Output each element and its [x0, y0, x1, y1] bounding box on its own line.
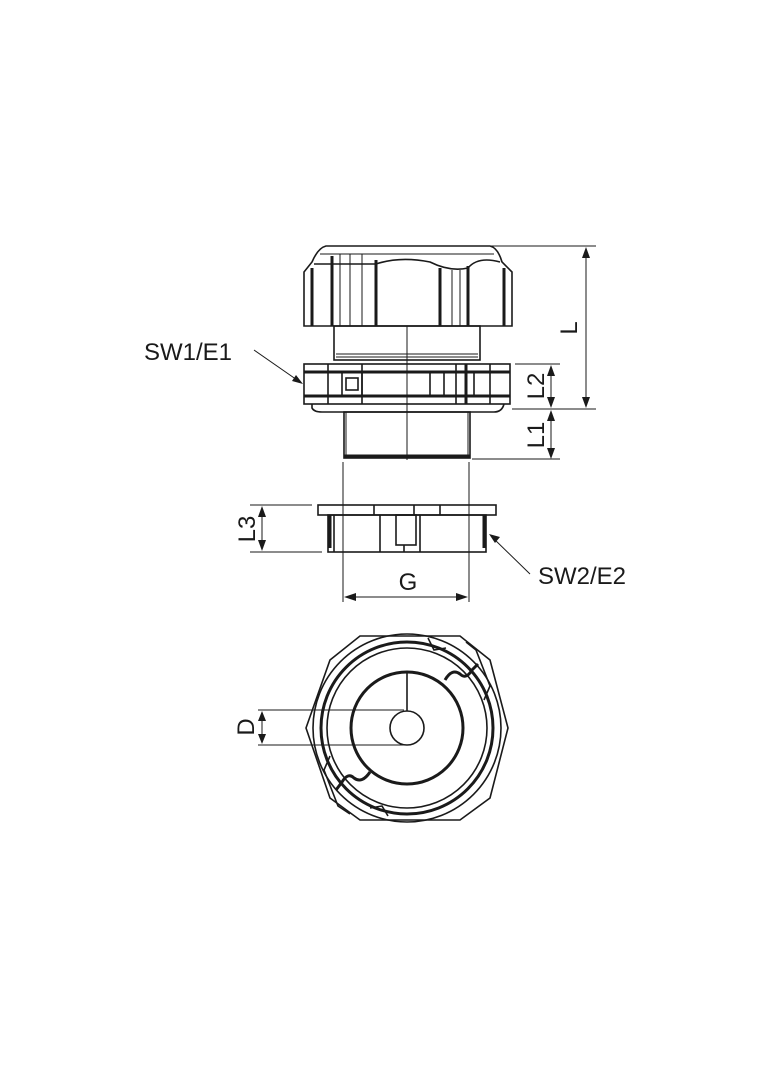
side-assembly-view: L L2 L1 SW1/E1: [144, 245, 596, 460]
dome-cap: [303, 245, 513, 327]
dimension-L: L: [490, 245, 596, 410]
label-L1: L1: [523, 422, 550, 449]
label-SW1-E1: SW1/E1: [144, 339, 232, 366]
neck: [333, 325, 481, 460]
label-L3: L3: [234, 516, 261, 543]
label-D: D: [233, 718, 260, 735]
label-L: L: [556, 321, 583, 334]
label-G: G: [399, 569, 418, 596]
top-end-view: D: [233, 633, 509, 823]
label-L2: L2: [523, 373, 550, 400]
dimension-D: D: [233, 709, 404, 746]
label-SW2-E2: SW2/E2: [538, 563, 626, 590]
dimension-G: G: [344, 569, 468, 601]
dimension-L2: L2: [515, 363, 560, 408]
locknut-side-view: L3 G SW2/E2: [234, 462, 626, 602]
hex-body: [303, 363, 511, 413]
dimension-L3: L3: [234, 504, 322, 553]
dimension-L1: L1: [472, 410, 560, 460]
callout-SW1: SW1/E1: [144, 339, 303, 384]
callout-SW2: SW2/E2: [489, 534, 626, 590]
thread: [343, 411, 471, 459]
